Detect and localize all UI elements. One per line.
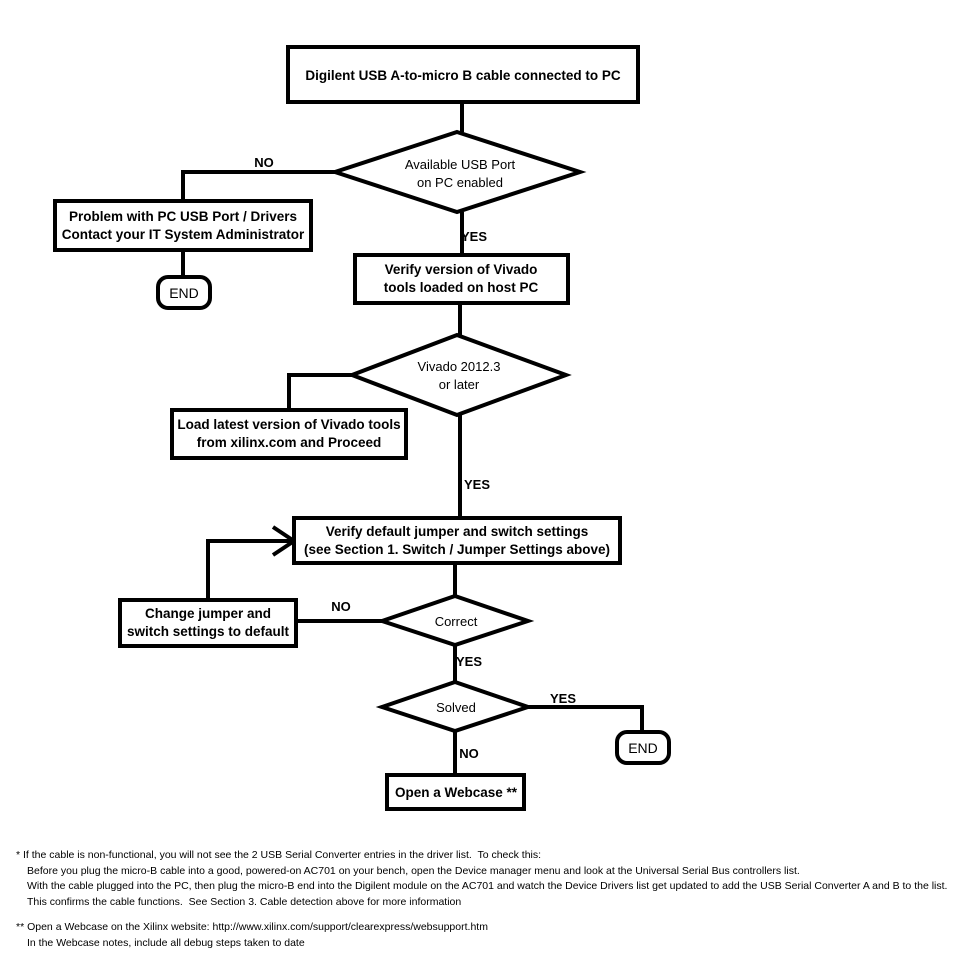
node-load-latest-box[interactable]: Load latest version of Vivado tools from… [170,408,408,460]
change-jumper-label-line1: Change jumper and [145,606,271,621]
footnote-double-asterisk: ** Open a Webcase on the Xilinx website:… [16,920,966,951]
node-verify-jumper-box[interactable]: Verify default jumper and switch setting… [292,516,622,565]
footnote-2-line-1: ** Open a Webcase on the Xilinx website:… [16,921,488,933]
verify-jumper-label-line2: (see Section 1. Switch / Jumper Settings… [304,542,610,557]
node-verify-vivado-box[interactable]: Verify version of Vivado tools loaded on… [353,253,570,305]
solved-decision-label: Solved [436,700,476,715]
edge-label-usb-yes: YES [461,229,487,244]
node-change-jumper-box[interactable]: Change jumper and switch settings to def… [118,598,298,648]
verify-vivado-label-line2: tools loaded on host PC [384,280,539,295]
footnote-1-line-1: * If the cable is non-functional, you wi… [16,849,542,861]
verify-jumper-label-line1: Verify default jumper and switch setting… [326,524,589,539]
change-jumper-label-line2: switch settings to default [127,624,290,639]
node-correct-decision[interactable]: Correct [375,593,535,648]
footnotes: * If the cable is non-functional, you wi… [16,848,966,961]
edge-solved-yes-to-end2 [528,705,644,732]
edge-label-solved-no: NO [459,746,479,761]
usb-port-decision-label-line2: on PC enabled [417,175,503,190]
end-1-label: END [169,285,199,301]
node-end-2[interactable]: END [615,730,671,765]
footnote-2-line-2: In the Webcase notes, include all debug … [27,936,305,949]
usb-port-decision-label-line1: Available USB Port [405,157,516,172]
edge-label-solved-yes: YES [550,691,576,706]
node-problem-box[interactable]: Problem with PC USB Port / Drivers Conta… [53,199,313,252]
edge-label-vivado-yes: YES [464,477,490,492]
correct-decision-label: Correct [435,614,478,629]
edge-label-correct-yes: YES [456,654,482,669]
footnote-1-line-3: With the cable plugged into the PC, then… [27,880,948,892]
edge-vivado-no-to-load-latest [287,373,352,410]
start-box-label: Digilent USB A-to-micro B cable connecte… [305,68,621,83]
node-vivado-version-decision[interactable]: Vivado 2012.3 or later [346,332,572,418]
node-end-1[interactable]: END [156,275,212,310]
node-webcase-box[interactable]: Open a Webcase ** [385,773,526,811]
edge-change-jumper-feedback [206,539,292,600]
footnote-single-asterisk: * If the cable is non-functional, you wi… [16,848,966,910]
webcase-label: Open a Webcase ** [395,785,518,800]
edge-label-usb-no: NO [254,155,274,170]
edge-usb-no-to-problem [181,170,335,201]
vivado-version-decision-label-line1: Vivado 2012.3 [418,359,501,374]
node-usb-port-decision[interactable]: Available USB Port on PC enabled [328,129,587,215]
node-start-box[interactable]: Digilent USB A-to-micro B cable connecte… [286,45,640,104]
footnote-1-line-4: This confirms the cable functions. See S… [27,895,462,908]
edge-label-correct-no: NO [331,599,351,614]
verify-vivado-label-line1: Verify version of Vivado [385,262,538,277]
load-latest-label-line2: from xilinx.com and Proceed [197,435,382,450]
end-2-label: END [628,740,658,756]
footnote-1-line-2: Before you plug the micro-B cable into a… [27,864,800,877]
problem-box-label-line1: Problem with PC USB Port / Drivers [69,209,297,224]
node-solved-decision[interactable]: Solved [375,679,535,734]
load-latest-label-line1: Load latest version of Vivado tools [177,417,400,432]
problem-box-label-line2: Contact your IT System Administrator [62,227,305,242]
vivado-version-decision-label-line2: or later [439,377,480,392]
